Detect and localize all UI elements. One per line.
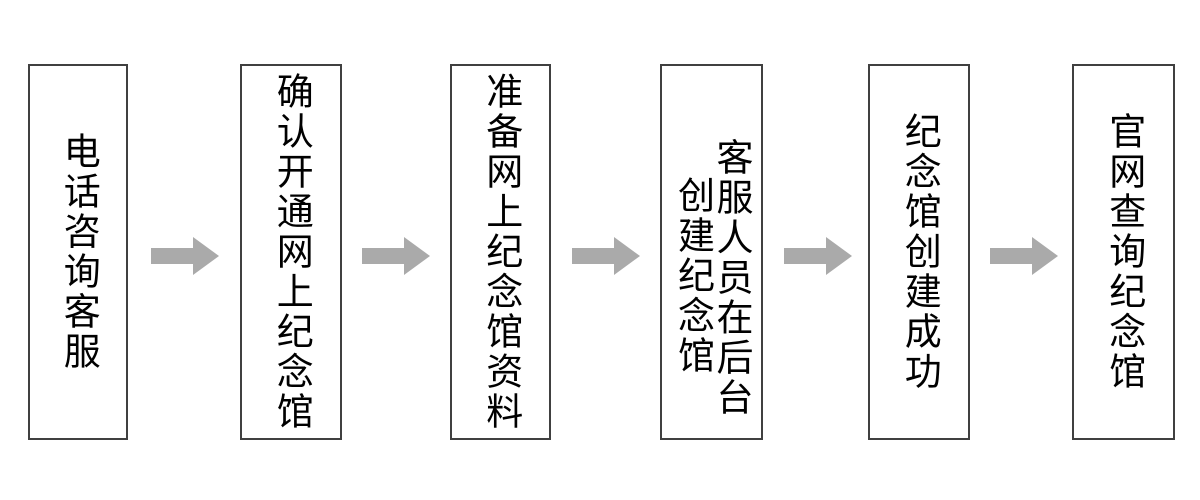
step-3-label: 准备网上纪念馆资料 (479, 72, 523, 432)
step-4-column-group: 客服人员在后台 创建纪念馆 (671, 66, 753, 438)
arrow-icon-3 (572, 237, 640, 275)
arrow-icon-4 (784, 237, 852, 275)
process-box-step-4[interactable]: 客服人员在后台 创建纪念馆 (660, 64, 763, 440)
arrow-icon-2 (362, 237, 430, 275)
process-box-step-3[interactable]: 准备网上纪念馆资料 (450, 64, 551, 440)
process-box-step-2[interactable]: 确认开通网上纪念馆 (240, 64, 342, 440)
step-4-label-column-1: 客服人员在后台 (709, 138, 753, 418)
process-box-step-6[interactable]: 官网查询纪念馆 (1072, 64, 1175, 440)
step-2-label: 确认开通网上纪念馆 (270, 72, 314, 432)
step-4-label-column-2: 创建纪念馆 (671, 176, 715, 376)
process-box-step-5[interactable]: 纪念馆创建成功 (868, 64, 970, 440)
step-1-label: 电话咨询客服 (57, 132, 101, 372)
process-box-step-1[interactable]: 电话咨询客服 (28, 64, 128, 440)
arrow-icon-1 (151, 237, 219, 275)
arrow-icon-5 (990, 237, 1058, 275)
step-6-label: 官网查询纪念馆 (1102, 112, 1146, 392)
step-5-label: 纪念馆创建成功 (898, 112, 942, 392)
